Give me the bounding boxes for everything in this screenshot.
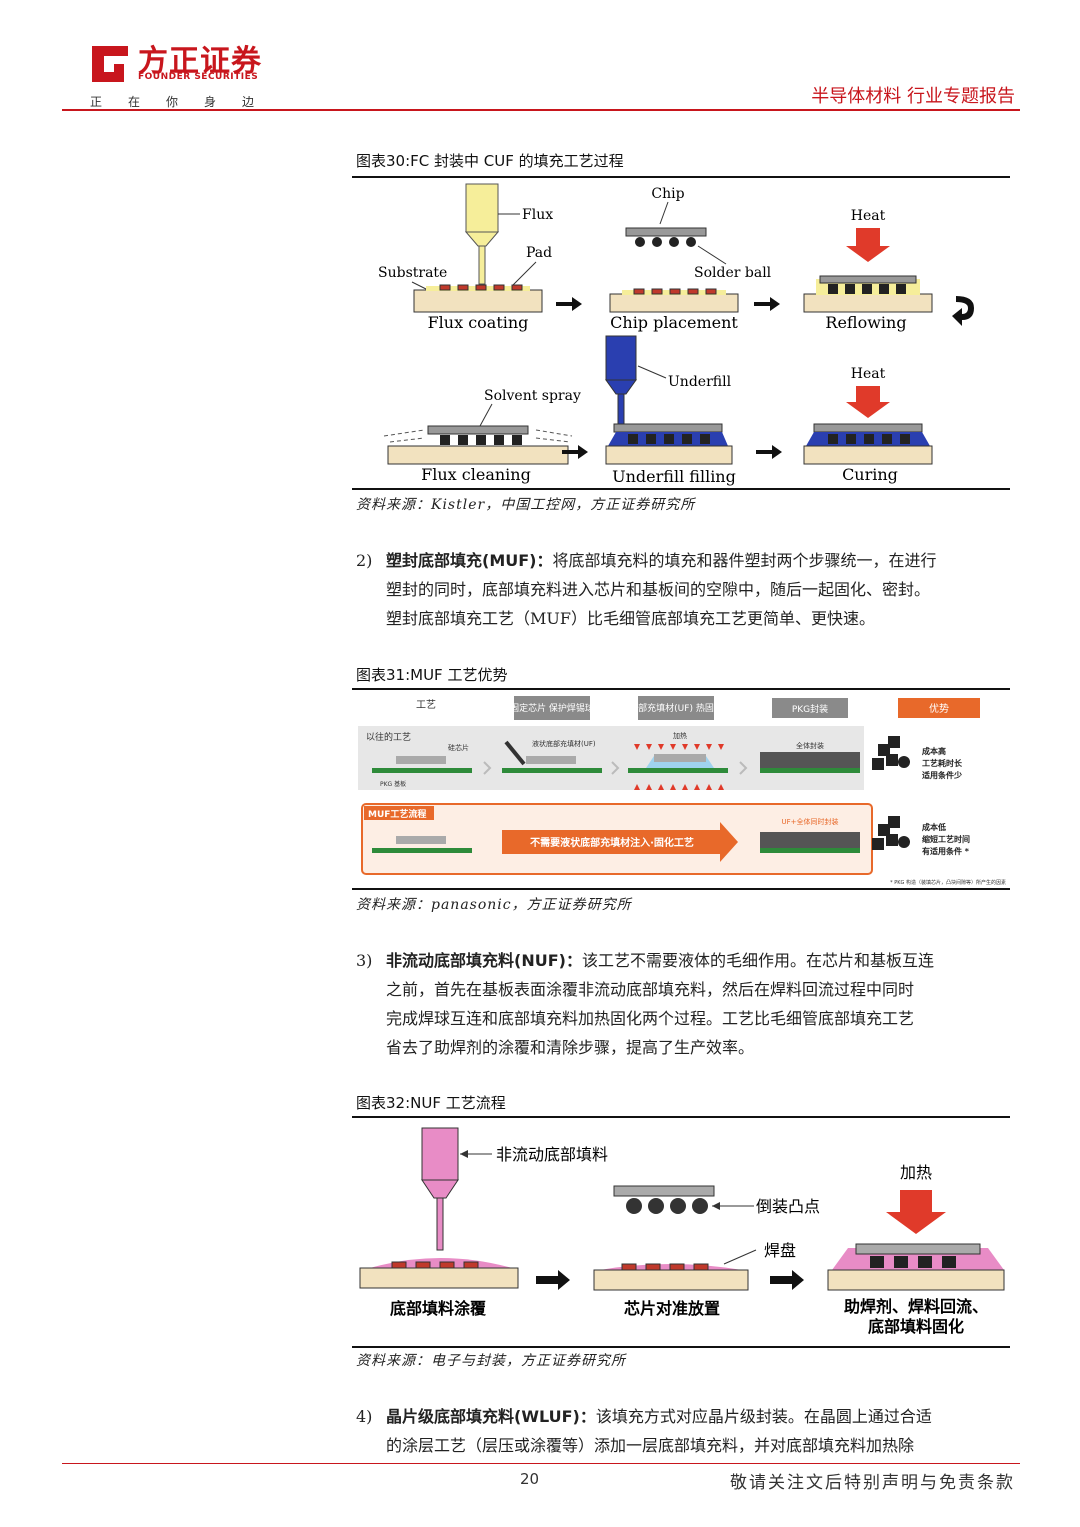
- para-line: 省去了助焊剂的涂覆和清除步骤，提高了生产效率。: [386, 1038, 755, 1057]
- label-step3b: 底部填料固化: [868, 1317, 964, 1336]
- chip-label: 硅芯片: [448, 743, 469, 752]
- para-lead: 塑封底部填充(MUF)：: [386, 551, 553, 570]
- muf-flow-label: MUF工艺流程: [368, 808, 426, 820]
- para-number: 4): [356, 1407, 373, 1426]
- label-flux-coating: Flux coating: [428, 313, 529, 332]
- brand-name-en: FOUNDER SECURITIES: [138, 72, 259, 82]
- label-substrate: Substrate: [378, 265, 447, 281]
- col-header-process: 工艺: [416, 699, 436, 711]
- para-line: 塑封底部填充工艺（MUF）比毛细管底部填充工艺更简单、更快速。: [386, 609, 875, 628]
- label-solvent-spray: Solvent spray: [484, 388, 581, 404]
- old-advantage-3: 适用条件少: [922, 770, 962, 780]
- header-divider: [62, 109, 1020, 111]
- figure31-title: 图表31:MUF 工艺优势: [356, 666, 508, 684]
- para-lead: 非流动底部填充料(NUF)：: [386, 951, 582, 970]
- figure32-bottom-rule: [352, 1346, 1010, 1348]
- para-line: 的涂层工艺（层压或涂覆等）添加一层底部填充料，并对底部填充料加热除: [386, 1436, 915, 1455]
- figure32-title: 图表32:NUF 工艺流程: [356, 1094, 506, 1112]
- label-chip: Chip: [651, 186, 684, 202]
- new-advantage-2: 缩短工艺时间: [922, 834, 970, 844]
- figure32-top-rule: [352, 1116, 1010, 1118]
- muf-arrow-text: 不需要液状底部充填材注入·固化工艺: [530, 836, 694, 849]
- label-step2: 芯片对准放置: [624, 1299, 720, 1318]
- label-step3a: 助焊剂、焊料回流、: [844, 1297, 988, 1316]
- paragraph-muf: 2) 塑封底部填充(MUF)：将底部填充料的填充和器件塑封两个步骤统一，在进行 …: [356, 546, 1016, 636]
- col-header-advantage: 优势: [929, 702, 949, 715]
- figure30-bottom-rule: [352, 488, 1010, 490]
- brand-slogan: 正在你身边: [90, 95, 281, 109]
- old-process-label: 以往的工艺: [366, 731, 411, 743]
- pkg-label: PKG 基板: [380, 780, 406, 788]
- figure30-diagram: Flux Pad Substrate Flux coating Chip Sol…: [378, 183, 974, 486]
- col-header-pkg: PKG封装: [792, 703, 828, 715]
- paragraph-wluf: 4) 晶片级底部填充料(WLUF)：该填充方式对应晶片级封装。在晶圆上通过合适 …: [356, 1402, 1016, 1462]
- figure31-diagram: 工艺 固定芯片 保护焊锡球 底部充填材(UF) 热固化 PKG封装 优势 以往的…: [358, 696, 1006, 886]
- figure31-bottom-rule: [352, 888, 1010, 890]
- footer-divider: [62, 1463, 1020, 1464]
- para-line: 将底部填充料的填充和器件塑封两个步骤统一，在进行: [552, 551, 937, 570]
- label-nuf: 非流动底部填料: [496, 1145, 608, 1164]
- label-curing: Curing: [842, 465, 898, 484]
- heat-label: 加热: [673, 731, 687, 740]
- footer-disclaimer: 敬请关注文后特别声明与免责条款: [730, 1473, 1015, 1493]
- figure31-top-rule: [352, 688, 1010, 690]
- brand-name-cn: 方正证券: [138, 44, 262, 79]
- col-header-fix-chip: 固定芯片 保护焊锡球: [510, 702, 594, 714]
- label-solder-ball: Solder ball: [694, 265, 772, 281]
- label-flux-cleaning: Flux cleaning: [421, 465, 531, 484]
- old-advantage-2: 工艺耗时长: [922, 758, 963, 768]
- para-line: 完成焊球互连和底部填充料加热固化两个过程。工艺比毛细管底部填充工艺: [386, 1009, 915, 1028]
- label-pad: Pad: [526, 245, 552, 261]
- label-underfill-filling: Underfill filling: [612, 467, 736, 486]
- full-seal-label: 全体封装: [796, 741, 824, 750]
- label-heat-2: Heat: [851, 366, 886, 382]
- figure32-diagram: 非流动底部填料 底部填料涂覆 倒装凸点 焊盘 芯片对准放置 加热 助焊剂、焊料回…: [359, 1127, 1005, 1336]
- label-bump: 倒装凸点: [756, 1197, 820, 1216]
- para-line: 该填充方式对应晶片级封装。在晶圆上通过合适: [595, 1407, 932, 1426]
- para-line: 之前，首先在基板表面涂覆非流动底部填充料，然后在焊料回流过程中同时: [386, 980, 915, 999]
- new-advantage-3: 有适用条件 *: [922, 846, 970, 856]
- label-heat: 加热: [900, 1163, 932, 1182]
- para-number: 2): [356, 551, 373, 570]
- uf-seal-label: UF+全体同时封装: [781, 817, 838, 826]
- label-pad: 焊盘: [764, 1241, 796, 1260]
- paragraph-nuf: 3) 非流动底部填充料(NUF)：该工艺不需要液体的毛细作用。在芯片和基板互连 …: [356, 946, 1016, 1064]
- label-reflowing: Reflowing: [825, 313, 906, 332]
- label-flux: Flux: [522, 207, 553, 223]
- label-step1: 底部填料涂覆: [390, 1299, 487, 1318]
- label-heat-1: Heat: [851, 208, 886, 224]
- brand-logo-mark: [92, 46, 128, 82]
- col-header-uf-cure: 底部充填材(UF) 热固化: [629, 702, 723, 714]
- figure31-footnote: * PKG 构造（装填芯片，凸块间隙等）所产生的因素: [890, 879, 1006, 886]
- liquid-uf-label: 液状底部充填材(UF): [532, 739, 596, 748]
- para-number: 3): [356, 951, 373, 970]
- page-number: 20: [520, 1470, 540, 1488]
- new-advantage-1: 成本低: [922, 822, 946, 832]
- figure30-top-rule: [352, 176, 1010, 178]
- figure31-source: 资料来源：panasonic，方正证券研究所: [356, 897, 632, 913]
- para-line: 该工艺不需要液体的毛细作用。在芯片和基板互连: [581, 951, 934, 970]
- label-chip-placement: Chip placement: [610, 313, 738, 332]
- figure30-source: 资料来源：Kistler，中国工控网，方正证券研究所: [356, 497, 696, 513]
- report-type: 半导体材料 行业专题报告: [811, 86, 1015, 107]
- para-lead: 晶片级底部填充料(WLUF)：: [386, 1407, 596, 1426]
- figure32-source: 资料来源：电子与封装，方正证券研究所: [356, 1353, 626, 1369]
- label-underfill: Underfill: [668, 374, 732, 390]
- figure30-title: 图表30:FC 封装中 CUF 的填充工艺过程: [356, 152, 624, 170]
- old-advantage-1: 成本高: [922, 746, 946, 756]
- para-line: 塑封的同时，底部填充料进入芯片和基板间的空隙中，随后一起固化、密封。: [386, 580, 931, 599]
